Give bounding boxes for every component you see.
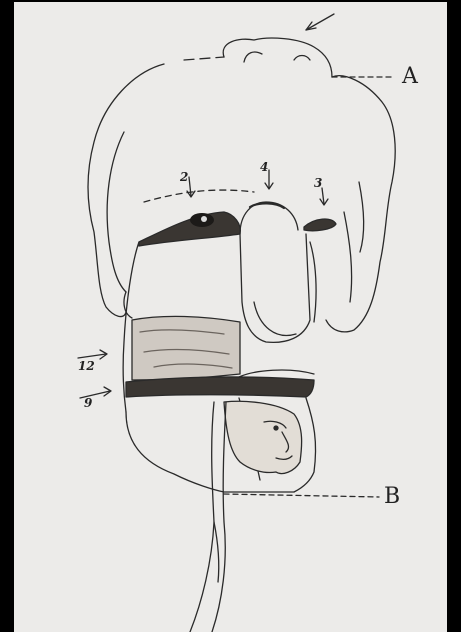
sketch-drawing xyxy=(14,2,447,632)
drawing-paper: A B 2 4 3 12 9 xyxy=(14,2,447,632)
crest-outline xyxy=(223,38,332,77)
lower-band xyxy=(126,377,314,397)
label-A: A xyxy=(402,64,418,89)
eye-shadow xyxy=(139,212,240,246)
nose-bridge xyxy=(240,202,298,234)
small-face xyxy=(224,401,302,473)
label-3: 3 xyxy=(314,176,322,190)
brow-line xyxy=(144,190,254,202)
label-12: 12 xyxy=(78,359,95,373)
label-9: 9 xyxy=(84,396,92,410)
label-2: 2 xyxy=(180,170,188,184)
trunk xyxy=(190,402,214,632)
head-outline xyxy=(88,64,164,317)
top-arrow xyxy=(306,14,334,30)
arrow-2 xyxy=(189,177,191,196)
label-4: 4 xyxy=(260,160,268,174)
mouth-block xyxy=(132,316,240,380)
label-B: B xyxy=(384,484,400,509)
leader-B xyxy=(224,494,379,497)
